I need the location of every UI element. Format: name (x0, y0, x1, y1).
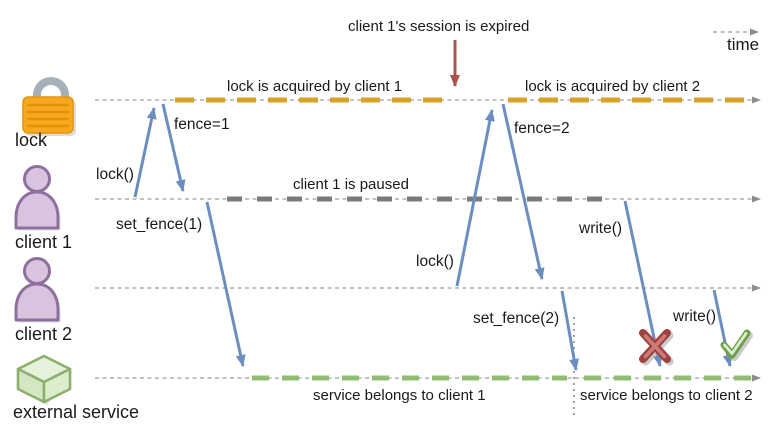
session-expired-label: client 1's session is expired (348, 18, 530, 35)
set-fence1-arrow (205, 201, 246, 367)
lock1-message-label: lock() (96, 166, 134, 183)
lane-label-service: external service (13, 402, 140, 422)
service-belongs-client2-label: service belongs to client 2 (580, 387, 753, 404)
lane-label-client2: client 2 (15, 324, 73, 344)
fence2-arrow (501, 103, 545, 280)
client1-paused-label: client 1 is paused (293, 176, 409, 193)
lock-acquired-client1-label: lock is acquired by client 1 (227, 78, 403, 95)
write2-message-label: write() (673, 308, 717, 325)
lane-label-lock: lock (15, 130, 48, 150)
client2-person-icon (14, 257, 62, 324)
lock2-arrow (455, 109, 495, 287)
client1-person-icon (14, 165, 62, 232)
lane-label-client1: client 1 (15, 232, 73, 252)
cube-icon (16, 354, 73, 405)
set-fence1-message-label: set_fence(1) (116, 216, 203, 233)
state-segments (175, 97, 752, 381)
set-fence2-arrow (560, 290, 580, 371)
success-check-icon (720, 329, 753, 361)
write1-message-label: write() (579, 220, 623, 237)
fence1-message-label: fence=1 (174, 116, 230, 133)
service-belongs-client1-label: service belongs to client 1 (313, 387, 486, 404)
lock1-arrow (133, 107, 157, 198)
write1-arrow (623, 200, 663, 367)
lock2-message-label: lock() (416, 253, 454, 270)
fence2-message-label: fence=2 (514, 120, 570, 137)
set-fence2-message-label: set_fence(2) (473, 310, 560, 327)
time-axis-label: time (727, 35, 760, 54)
lock-acquired-client2-label: lock is acquired by client 2 (525, 78, 701, 95)
fail-x-icon (639, 329, 674, 366)
padlock-icon (22, 77, 76, 136)
fence1-arrow (161, 103, 186, 192)
